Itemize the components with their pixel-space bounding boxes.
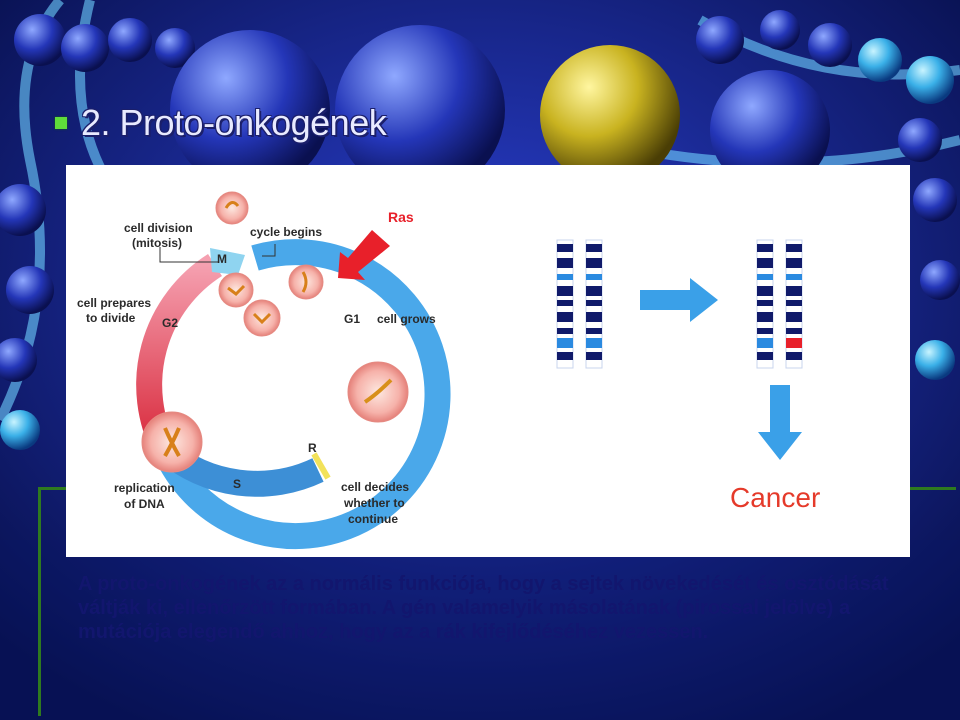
chromosome-normal-right [585,239,603,369]
label-cell-decides: cell decides [341,480,409,494]
label-to-divide: to divide [86,311,136,325]
cancer-label: Cancer [730,482,820,513]
cell-dividing-2 [243,299,281,337]
label-of-dna: of DNA [124,497,165,511]
label-cell-grows: cell grows [377,312,436,326]
title-row: 2. Proto-onkogének [55,98,387,148]
bullet-square-icon [55,117,67,129]
slide-caption: A proto-onkogének az a normális funkciój… [78,573,889,643]
label-cell-prepares: cell prepares [77,296,151,310]
label-replication: replication [114,481,175,495]
label-mitosis: (mitosis) [132,236,182,250]
chromosome-normal-left [556,239,574,369]
arrow-down-icon [758,385,802,460]
chromosome-mutated-right [785,239,803,369]
mutation-marker [786,338,802,348]
label-whether-to: whether to [343,496,405,510]
label-m: M [217,252,227,266]
cell-grows [347,361,409,423]
chromosome-mutated-left [756,239,774,369]
arrow-right-icon [640,278,718,322]
slide-title: 2. Proto-onkogének [81,102,387,143]
cell-replication [141,411,203,473]
label-continue: continue [348,512,398,526]
label-r: R [308,441,317,455]
label-cell-division: cell division [124,221,193,235]
cell-g1 [288,264,324,300]
label-ras: Ras [388,209,414,225]
cell-dividing-1 [218,272,254,308]
label-g2: G2 [162,316,178,330]
label-g1: G1 [344,312,360,326]
label-cycle-begins: cycle begins [250,225,322,239]
ras-arrow-icon [338,230,390,280]
label-s: S [233,477,241,491]
cell-top [215,191,249,225]
